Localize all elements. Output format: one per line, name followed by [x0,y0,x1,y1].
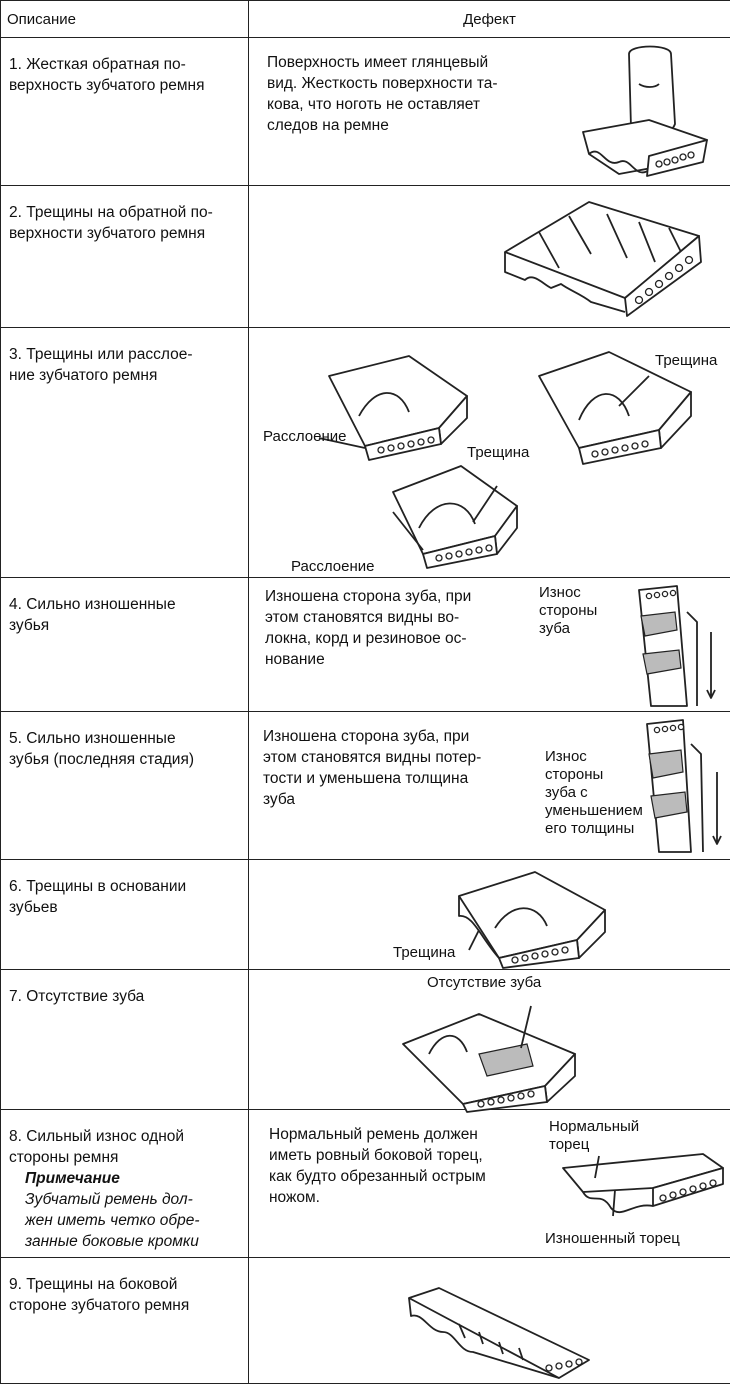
row-description: 7. Отсутствие зуба [0,969,249,1110]
label-crack: Трещина [467,444,530,461]
row-description: 2. Трещины на обратной по-верхности зубч… [0,185,249,328]
row-defect [248,1257,730,1384]
table-row: 1. Жесткая обратная по- верхность зубчат… [0,37,730,186]
worn-teeth-final-illustration [646,719,722,853]
row-description: 1. Жесткая обратная по- верхность зубчат… [0,37,249,186]
label-delamination: Расслоение [263,428,347,445]
table-row: 3. Трещины или расслое-ние зубчатого рем… [0,327,730,578]
row-defect: Отсутствие зуба [248,969,730,1113]
label-worn-edge: Изношенный торец [545,1230,680,1247]
side-cracks-illustration [408,1287,590,1379]
missing-tooth-illustration [402,1005,576,1113]
back-cracks-illustration [504,201,702,317]
row-description: 3. Трещины или расслое-ние зубчатого рем… [0,327,249,578]
header-description: Описание [0,0,249,38]
worn-teeth-illustration [638,585,716,707]
table-row: 2. Трещины на обратной по-верхности зубч… [0,185,730,328]
row-defect [248,185,730,328]
header-row: Описание Дефект [0,0,730,38]
row-defect: Трещина [248,859,730,970]
side-wear-illustration [562,1153,724,1217]
crack-delamination-illustration [318,351,692,569]
label-missing-tooth: Отсутствие зуба [427,974,542,991]
label-delamination: Расслоение [291,558,375,575]
header-defect: Дефект [248,0,730,38]
note-title: Примечание [25,1170,120,1187]
label-crack: Трещина [655,352,718,369]
label-crack: Трещина [393,944,456,961]
table-row: 7. Отсутствие зуба Отсутствие зуба [0,969,730,1113]
note-text: Зубчатый ремень дол-жен иметь четко обре… [25,1191,200,1250]
row-defect: Расслоение Трещина Трещина Расслоение [248,327,730,578]
hard-belt-illustration [582,45,708,177]
tooth-root-crack-illustration [458,871,606,969]
